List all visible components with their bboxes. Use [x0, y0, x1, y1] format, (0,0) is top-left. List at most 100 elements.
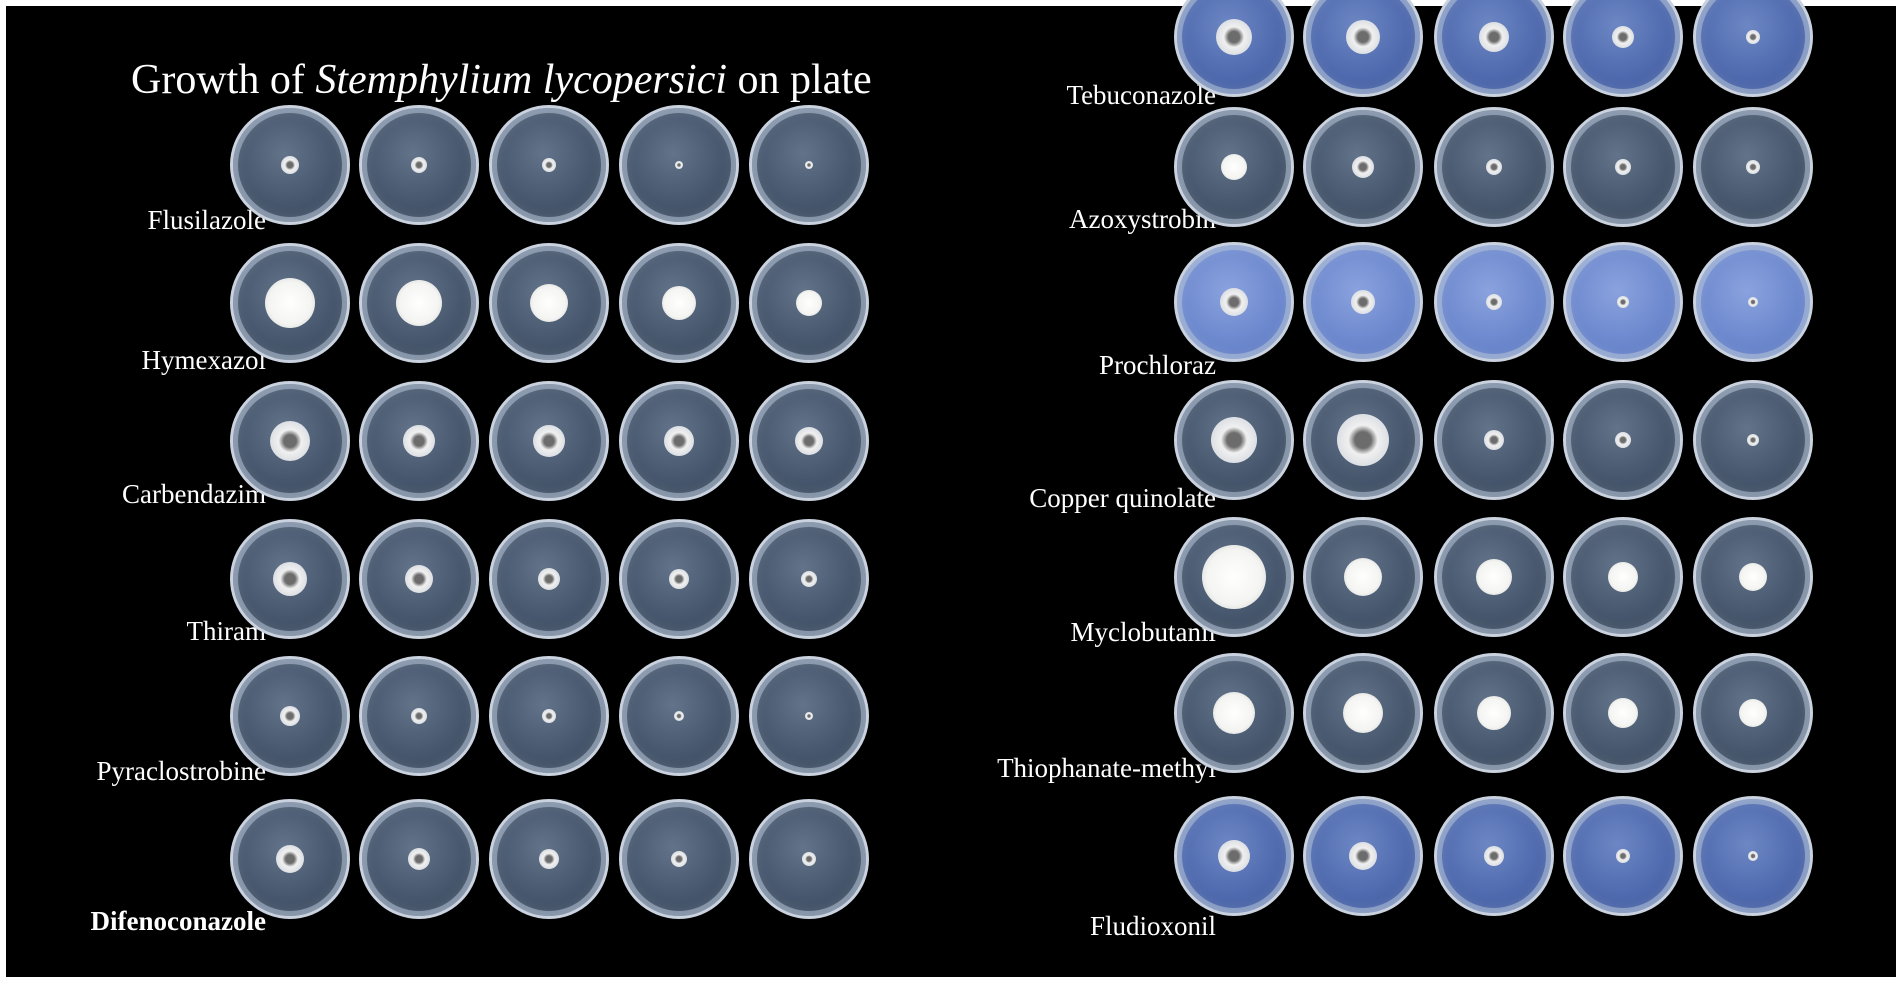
fungal-colony	[1344, 558, 1382, 596]
petri-plate-right-r6-c5	[1693, 653, 1813, 773]
petri-plate-right-r4-c5	[1693, 380, 1813, 500]
fungal-colony	[1608, 562, 1638, 592]
petri-plate-left-r3-c4	[619, 381, 739, 501]
fungal-colony	[276, 845, 304, 873]
fungal-colony	[1746, 160, 1760, 174]
fungal-colony	[538, 568, 560, 590]
fungal-colony	[1486, 159, 1502, 175]
row-label-carbendazim: Carbendazim	[122, 479, 266, 509]
petri-plate-right-r5-c4	[1563, 517, 1683, 637]
title-suffix: on plate	[727, 57, 872, 103]
fungal-colony	[1352, 156, 1374, 178]
fungal-colony	[265, 278, 315, 328]
petri-plate-left-r1-c3	[489, 105, 609, 225]
petri-plate-left-r4-c2	[359, 519, 479, 639]
fungal-colony	[1216, 19, 1252, 55]
fungal-colony	[280, 706, 300, 726]
fungal-colony	[801, 571, 817, 587]
fungal-colony	[1349, 842, 1377, 870]
fungal-colony	[1202, 545, 1266, 609]
petri-plate-left-r6-c1	[230, 799, 350, 919]
petri-plate-left-r4-c4	[619, 519, 739, 639]
fungal-colony	[1747, 434, 1759, 446]
petri-plate-right-r1-c2	[1303, 0, 1423, 97]
petri-plate-left-r6-c2	[359, 799, 479, 919]
fungal-colony	[281, 156, 299, 174]
fungal-colony	[1221, 154, 1247, 180]
fungal-colony	[542, 709, 556, 723]
petri-plate-right-r6-c1	[1174, 653, 1294, 773]
petri-plate-left-r3-c3	[489, 381, 609, 501]
fungal-colony	[411, 708, 427, 724]
petri-plate-left-r4-c3	[489, 519, 609, 639]
fungal-colony	[405, 565, 433, 593]
fungal-colony	[1748, 297, 1758, 307]
fungal-colony	[1477, 696, 1511, 730]
petri-plate-right-r4-c1	[1174, 380, 1294, 500]
row-label-myclobutanil: Myclobutanil	[1070, 617, 1216, 647]
figure-title: Growth of Stemphylium lycopersici on pla…	[131, 56, 872, 104]
fungal-colony	[411, 157, 427, 173]
petri-plate-left-r5-c3	[489, 656, 609, 776]
petri-plate-left-r4-c1	[230, 519, 350, 639]
petri-plate-right-r7-c5	[1693, 796, 1813, 916]
petri-plate-left-r2-c5	[749, 243, 869, 363]
row-label-tebuconazole: Tebuconazole	[1066, 80, 1216, 110]
petri-plate-right-r3-c5	[1693, 242, 1813, 362]
fungal-colony	[530, 284, 568, 322]
petri-plate-left-r3-c5	[749, 381, 869, 501]
petri-plate-right-r2-c1	[1174, 107, 1294, 227]
fungal-colony	[1612, 26, 1634, 48]
row-label-prochloraz: Prochloraz	[1099, 350, 1216, 380]
fungal-colony	[270, 421, 310, 461]
fungal-colony	[403, 425, 435, 457]
fungal-colony	[542, 158, 556, 172]
fungal-colony	[396, 280, 442, 326]
fungal-colony	[1218, 840, 1250, 872]
fungal-colony	[533, 425, 565, 457]
fungal-colony	[539, 849, 559, 869]
fungal-colony	[671, 851, 687, 867]
fungal-colony	[1739, 563, 1767, 591]
petri-plate-right-r5-c2	[1303, 517, 1423, 637]
fungal-colony	[805, 712, 813, 720]
petri-plate-left-r2-c2	[359, 243, 479, 363]
petri-plate-right-r3-c4	[1563, 242, 1683, 362]
fungal-colony	[1476, 559, 1512, 595]
fungal-colony	[1213, 692, 1255, 734]
petri-plate-right-r4-c4	[1563, 380, 1683, 500]
fungal-colony	[273, 562, 307, 596]
petri-plate-left-r5-c1	[230, 656, 350, 776]
petri-plate-right-r1-c5	[1693, 0, 1813, 97]
petri-plate-right-r3-c1	[1174, 242, 1294, 362]
fungal-colony	[796, 290, 822, 316]
petri-plate-left-r6-c4	[619, 799, 739, 919]
title-prefix: Growth of	[131, 57, 316, 103]
petri-plate-left-r2-c1	[230, 243, 350, 363]
fungal-colony	[1343, 693, 1383, 733]
petri-plate-left-r3-c2	[359, 381, 479, 501]
petri-plate-right-r3-c3	[1434, 242, 1554, 362]
petri-plate-right-r2-c5	[1693, 107, 1813, 227]
row-label-fludioxonil: Fludioxonil	[1089, 911, 1216, 941]
figure-panel: Growth of Stemphylium lycopersici on pla…	[6, 0, 1896, 977]
fungal-colony	[1346, 20, 1380, 54]
petri-plate-right-r7-c2	[1303, 796, 1423, 916]
fungal-colony	[664, 426, 694, 456]
petri-plate-right-r2-c2	[1303, 107, 1423, 227]
petri-plate-right-r1-c3	[1434, 0, 1554, 97]
fungal-colony	[1479, 22, 1509, 52]
fungal-colony	[674, 711, 684, 721]
petri-plate-right-r7-c3	[1434, 796, 1554, 916]
petri-plate-right-r4-c3	[1434, 380, 1554, 500]
petri-plate-right-r5-c5	[1693, 517, 1813, 637]
petri-plate-right-r2-c4	[1563, 107, 1683, 227]
petri-plate-left-r3-c1	[230, 381, 350, 501]
petri-plate-right-r1-c4	[1563, 0, 1683, 97]
row-label-thiophanate-methyl: Thiophanate-methyl	[997, 753, 1216, 783]
petri-plate-right-r2-c3	[1434, 107, 1554, 227]
fungal-colony	[802, 852, 816, 866]
fungal-colony	[1739, 699, 1767, 727]
fungal-colony	[795, 427, 823, 455]
row-label-copper-quinolate: Copper quinolate	[1029, 483, 1216, 513]
